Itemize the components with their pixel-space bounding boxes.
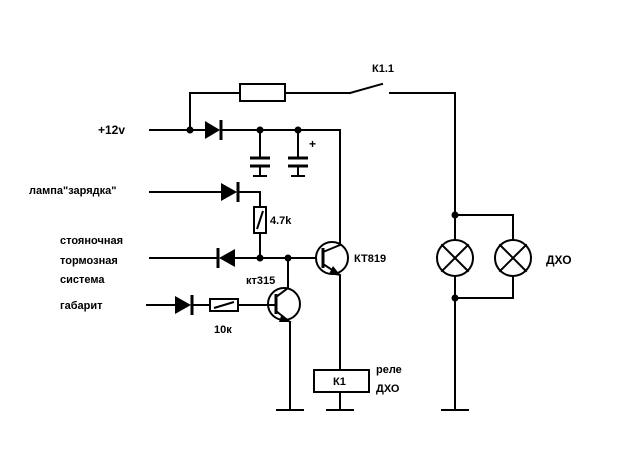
- transistor-kt819-label: КТ819: [354, 253, 386, 265]
- transistor-kt315: кт315: [246, 257, 304, 411]
- diode-supply: [205, 120, 223, 140]
- fuse: [239, 83, 286, 102]
- capacitor-1: [250, 129, 270, 177]
- supply-rail: +12v: [98, 120, 341, 246]
- transistor-kt819: КТ819: [315, 241, 386, 277]
- resistor-4-7k-label: 4.7k: [270, 215, 292, 227]
- resistor-4-7k: [253, 206, 267, 234]
- lamp-2: [494, 239, 532, 277]
- parking-brake-input: стояночная тормозная система: [60, 235, 319, 286]
- diode-parking-brake: [216, 248, 235, 268]
- parking-brake-label-line3: система: [60, 274, 105, 286]
- relay-coil-k1: К1 реле ДХО: [313, 275, 402, 411]
- resistor-10k: [209, 298, 239, 312]
- relay-caption-line1: реле: [376, 364, 402, 376]
- relay-contact-k1-1: [348, 82, 384, 95]
- charge-lamp-input: лампа"зарядка" 4.7k: [29, 182, 292, 259]
- junction-dot: [451, 294, 459, 302]
- relay-contact-label: К1.1: [372, 63, 394, 75]
- capacitor-polarity-label: +: [309, 137, 316, 151]
- transistor-kt315-label: кт315: [246, 275, 275, 287]
- relay-coil-label: К1: [333, 376, 346, 388]
- drl-label: ДХО: [546, 253, 572, 267]
- supply-label: +12v: [98, 123, 125, 137]
- parking-brake-label-line1: стояночная: [60, 235, 123, 247]
- capacitor-2: +: [288, 129, 316, 177]
- diode-charge-lamp: [221, 182, 240, 202]
- junction-dot: [186, 126, 194, 134]
- side-lights-label: габарит: [60, 300, 103, 312]
- junction-dot: [256, 254, 264, 262]
- resistor-10k-label: 10к: [214, 324, 232, 336]
- side-lights-input: габарит 10к: [60, 295, 277, 336]
- diode-side-lights: [175, 295, 194, 315]
- relay-caption-line2: ДХО: [376, 383, 400, 395]
- lamp-1: [436, 239, 474, 277]
- drl-lamps: ДХО: [436, 211, 572, 411]
- parking-brake-label-line2: тормозная: [60, 255, 118, 267]
- fuse-branch: К1.1: [189, 63, 456, 216]
- charge-lamp-label: лампа"зарядка": [29, 185, 116, 197]
